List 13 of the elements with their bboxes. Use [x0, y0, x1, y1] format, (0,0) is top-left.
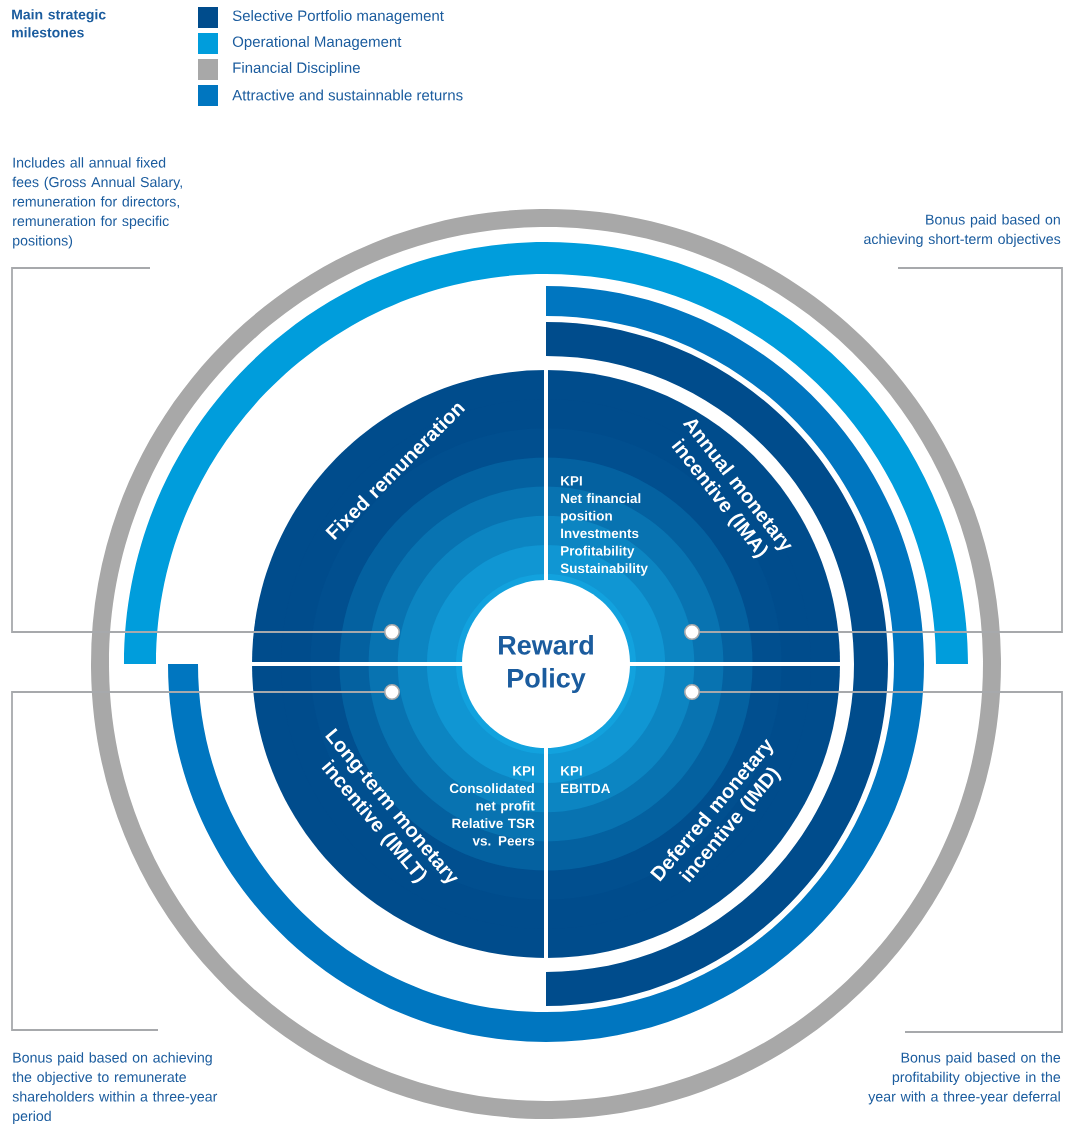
- leader-line: [684, 684, 1063, 1033]
- leader-line: [684, 267, 1063, 640]
- legend-label: Selective Portfolio management: [232, 10, 444, 24]
- annotation-text: Includes all annual fixed fees (Gross Annual Salary, remuneration for directors, remuneration for specific positions): [12, 157, 182, 249]
- annotation-text: Bonus paid based on achieving short-term objectives: [864, 214, 1061, 247]
- legend-heading: Main strategic milestones: [12, 9, 106, 38]
- legend-label: Financial Discipline: [233, 62, 360, 76]
- legend-label: Attractive and sustainnable returns: [232, 89, 463, 101]
- annotation-text: Bonus paid based on achieving the objective to remunerate shareholders within a three-year period: [12, 1052, 218, 1124]
- legend-label: Operational Management: [232, 36, 402, 50]
- leader-line: [11, 684, 400, 1031]
- leader-line: [11, 267, 400, 640]
- annotation-text: Bonus paid based on the profitability objective in the year with a three-year deferral: [868, 1052, 1061, 1105]
